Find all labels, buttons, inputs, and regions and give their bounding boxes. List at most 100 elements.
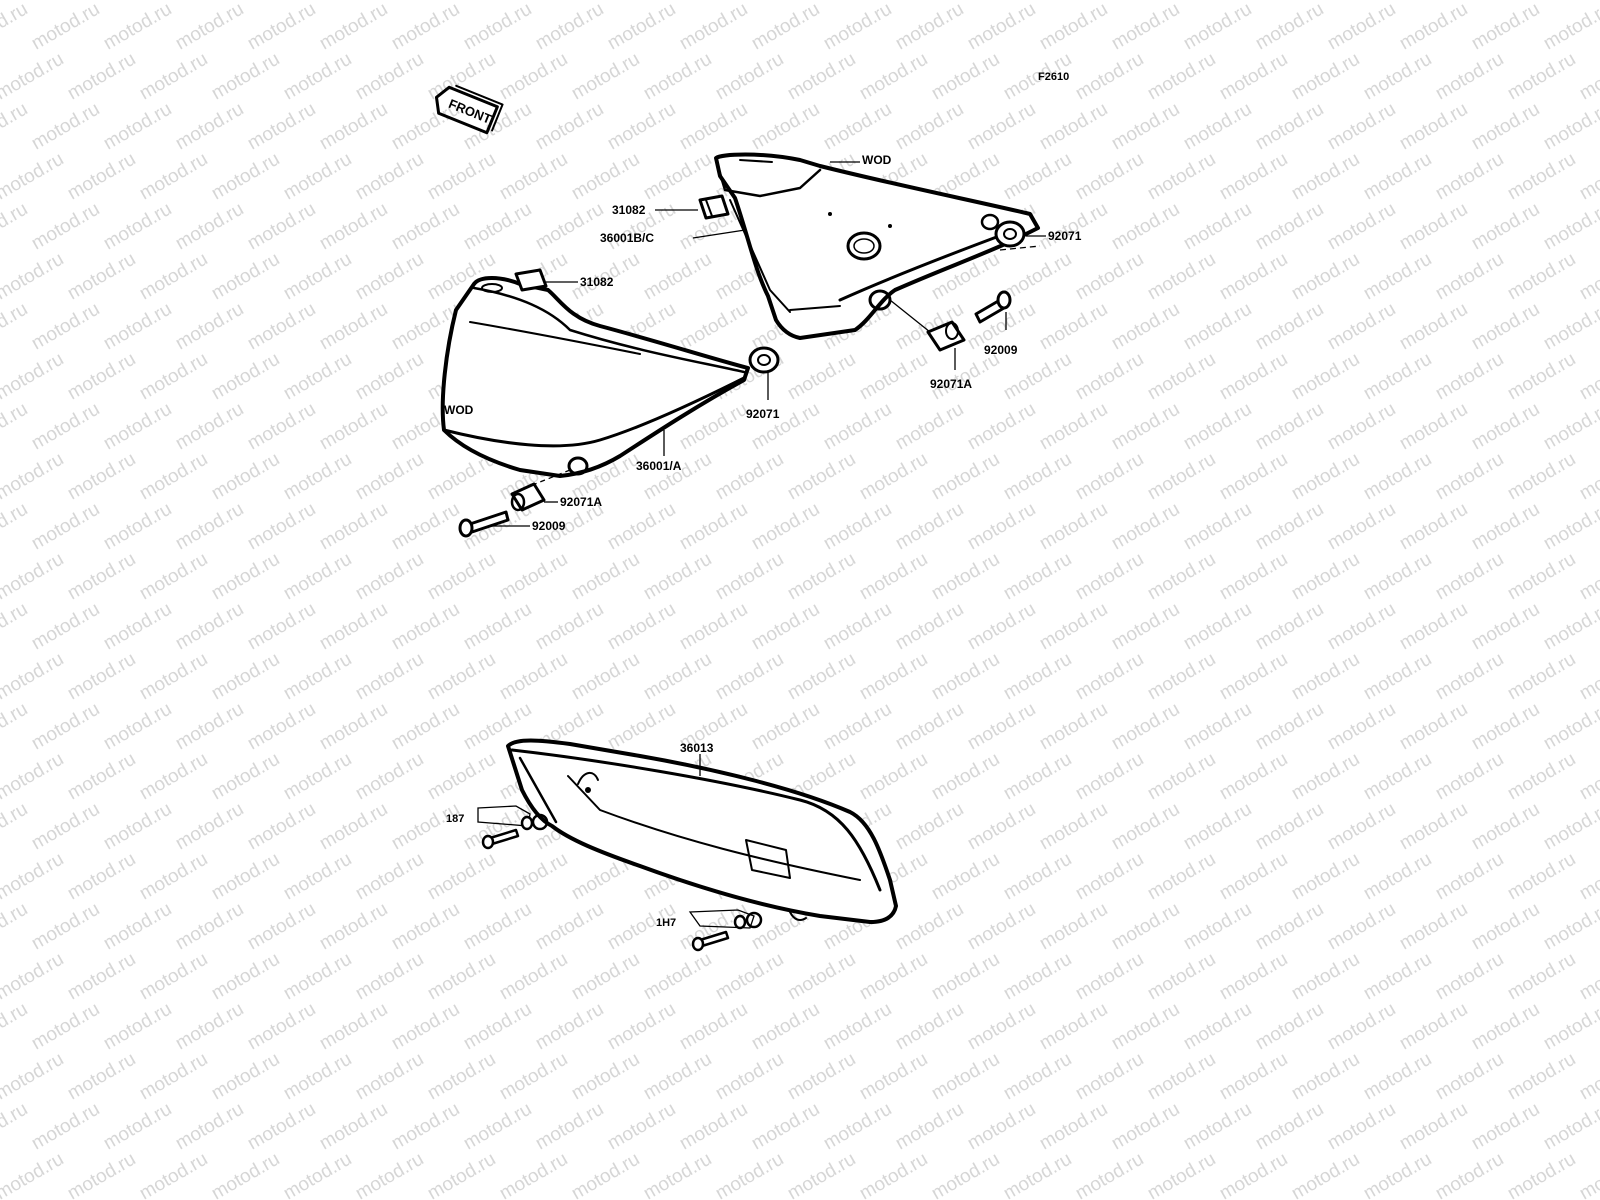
watermark-text: motod.ru (0, 249, 67, 305)
watermark-text: motod.ru (1540, 399, 1600, 455)
watermark-text: motod.ru (280, 549, 355, 605)
watermark-text: motod.ru (1396, 0, 1471, 54)
watermark-text: motod.ru (1000, 1049, 1075, 1105)
label-36013: 36013 (680, 741, 714, 755)
watermark-text: motod.ru (784, 549, 859, 605)
watermark-text: motod.ru (424, 949, 499, 1005)
watermark-text: motod.ru (820, 699, 895, 755)
watermark-text: motod.ru (856, 0, 931, 4)
watermark-text: motod.ru (100, 1099, 175, 1155)
watermark-text: motod.ru (1360, 1049, 1435, 1105)
watermark-text: motod.ru (1216, 349, 1291, 405)
watermark-text: motod.ru (136, 549, 211, 605)
watermark-text: motod.ru (0, 499, 31, 555)
watermark-text: motod.ru (100, 399, 175, 455)
watermark-text: motod.ru (172, 499, 247, 555)
watermark-text: motod.ru (1396, 599, 1471, 655)
watermark-text: motod.ru (532, 99, 607, 155)
watermark-text: motod.ru (1324, 799, 1399, 855)
watermark-text: motod.ru (1144, 749, 1219, 805)
watermark-text: motod.ru (1288, 349, 1363, 405)
watermark-text: motod.ru (496, 0, 571, 4)
watermark-text: motod.ru (1504, 1149, 1579, 1200)
watermark-text: motod.ru (1216, 849, 1291, 905)
watermark-text: motod.ru (208, 0, 283, 4)
watermark-text: motod.ru (496, 849, 571, 905)
watermark-text: motod.ru (604, 999, 679, 1055)
watermark-text: motod.ru (604, 0, 679, 54)
watermark-text: motod.ru (352, 249, 427, 305)
watermark-text: motod.ru (208, 449, 283, 505)
watermark-text: motod.ru (1288, 549, 1363, 605)
watermark-text: motod.ru (1288, 1149, 1363, 1200)
watermark-text: motod.ru (1468, 99, 1543, 155)
watermark-text: motod.ru (856, 349, 931, 405)
label-31082-lower: 31082 (580, 275, 614, 289)
label-92009-bottom: 92009 (532, 519, 566, 533)
watermark-text: motod.ru (712, 49, 787, 105)
watermark-text: motod.ru (964, 899, 1039, 955)
watermark-text: motod.ru (1324, 0, 1399, 54)
watermark-text: motod.ru (1000, 849, 1075, 905)
label-92009-top: 92009 (984, 343, 1018, 357)
watermark-text: motod.ru (208, 849, 283, 905)
watermark-text: motod.ru (352, 649, 427, 705)
watermark-text: motod.ru (820, 599, 895, 655)
watermark-text: motod.ru (1180, 0, 1255, 54)
watermark-text: motod.ru (64, 1049, 139, 1105)
watermark-text: motod.ru (1360, 949, 1435, 1005)
watermark-text: motod.ru (244, 799, 319, 855)
watermark-text: motod.ru (172, 99, 247, 155)
watermark-text: motod.ru (208, 749, 283, 805)
watermark-text: motod.ru (280, 849, 355, 905)
watermark-text: motod.ru (820, 99, 895, 155)
watermark-text: motod.ru (1180, 99, 1255, 155)
watermark-text: motod.ru (676, 999, 751, 1055)
watermark-text: motod.ru (1216, 449, 1291, 505)
watermark-text: motod.ru (1000, 1149, 1075, 1200)
watermark-text: motod.ru (532, 999, 607, 1055)
watermark-text: motod.ru (892, 599, 967, 655)
watermark-text: motod.ru (0, 199, 31, 255)
watermark-text: motod.ru (1180, 199, 1255, 255)
watermark-text: motod.ru (100, 699, 175, 755)
watermark-text: motod.ru (1468, 799, 1543, 855)
watermark-text: motod.ru (784, 349, 859, 405)
watermark-text: motod.ru (136, 749, 211, 805)
watermark-text: motod.ru (892, 699, 967, 755)
watermark-text: motod.ru (64, 649, 139, 705)
watermark-text: motod.ru (640, 949, 715, 1005)
watermark-text: motod.ru (460, 199, 535, 255)
watermark-text: motod.ru (280, 1149, 355, 1200)
watermark-text: motod.ru (1216, 549, 1291, 605)
watermark-text: motod.ru (892, 1099, 967, 1155)
watermark-text: motod.ru (1432, 1049, 1507, 1105)
watermark-text: motod.ru (1072, 349, 1147, 405)
watermark-text: motod.ru (1000, 449, 1075, 505)
watermark-text: motod.ru (0, 0, 67, 4)
watermark-text: motod.ru (568, 1049, 643, 1105)
watermark-text: motod.ru (1216, 1149, 1291, 1200)
collar-92071A-bottom (510, 469, 571, 512)
watermark-text: motod.ru (136, 149, 211, 205)
watermark-text: motod.ru (244, 0, 319, 54)
watermark-text: motod.ru (748, 1099, 823, 1155)
watermark-text: motod.ru (316, 299, 391, 355)
watermark-text: motod.ru (280, 349, 355, 405)
watermark-text: motod.ru (352, 549, 427, 605)
watermark-text: motod.ru (424, 849, 499, 905)
watermark-text: motod.ru (0, 799, 31, 855)
watermark-text: motod.ru (0, 299, 31, 355)
watermark-text: motod.ru (1396, 499, 1471, 555)
watermark-text: motod.ru (1396, 799, 1471, 855)
watermark-text: motod.ru (244, 499, 319, 555)
watermark-text: motod.ru (1072, 49, 1147, 105)
watermark-text: motod.ru (316, 0, 391, 54)
watermark-text: motod.ru (0, 949, 67, 1005)
watermark-text: motod.ru (100, 999, 175, 1055)
bolt-92009-bottom (458, 510, 510, 538)
watermark-text: motod.ru (964, 499, 1039, 555)
watermark-text: motod.ru (820, 499, 895, 555)
watermark-text: motod.ru (1036, 999, 1111, 1055)
watermark-text: motod.ru (496, 49, 571, 105)
